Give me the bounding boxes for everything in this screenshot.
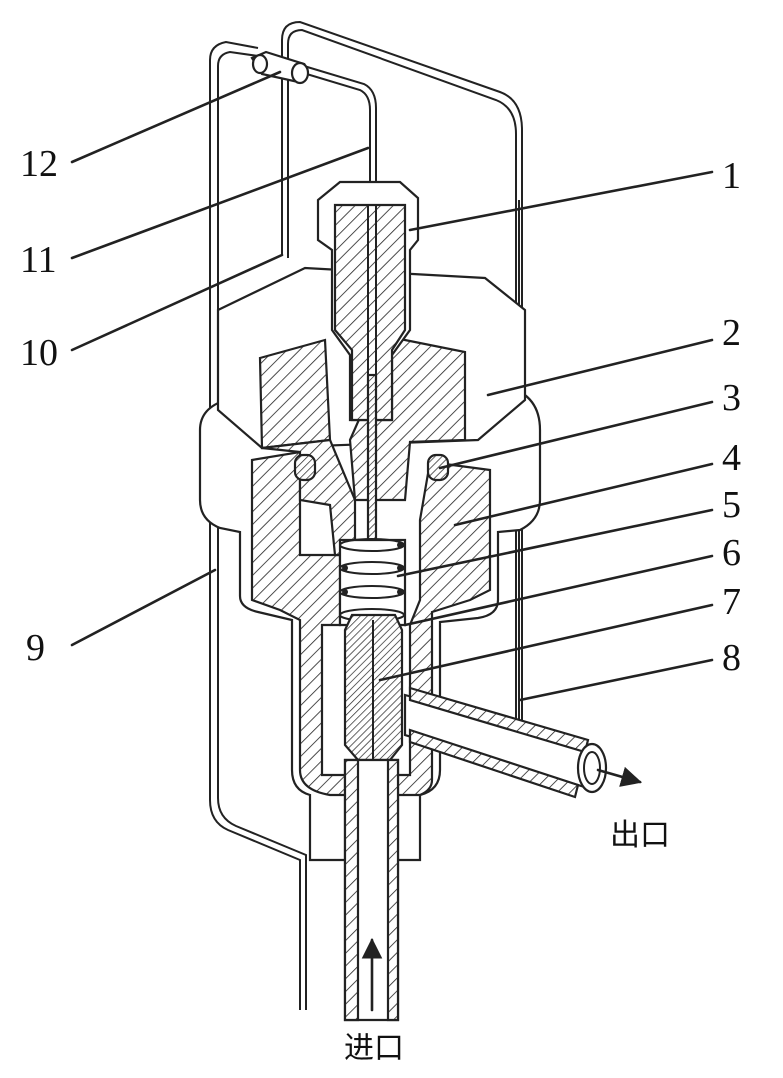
inlet-caption: 进口 bbox=[344, 1031, 404, 1066]
callout-9: 9 bbox=[26, 627, 45, 669]
outlet-tube bbox=[403, 686, 642, 799]
o-rings bbox=[293, 453, 450, 482]
adjusting-screw bbox=[316, 180, 420, 607]
spool bbox=[343, 613, 404, 762]
callout-3: 3 bbox=[722, 377, 741, 419]
outlet-caption: 出口 bbox=[610, 818, 670, 853]
leader-lines bbox=[70, 70, 714, 702]
callout-8: 8 bbox=[722, 637, 741, 679]
callout-1: 1 bbox=[722, 155, 741, 197]
capillary-tube bbox=[209, 20, 523, 1010]
callout-2: 2 bbox=[722, 312, 741, 354]
callout-11: 11 bbox=[20, 239, 57, 281]
callout-12: 12 bbox=[20, 143, 58, 185]
callout-4: 4 bbox=[722, 437, 741, 479]
spring-chamber bbox=[338, 538, 407, 627]
inlet-tube bbox=[343, 758, 400, 1022]
callout-6: 6 bbox=[722, 532, 741, 574]
tube-fitting bbox=[250, 50, 310, 85]
callout-labels: 1 2 3 4 5 6 7 8 9 10 11 12 bbox=[20, 143, 741, 679]
callout-10: 10 bbox=[20, 332, 58, 374]
callout-7: 7 bbox=[722, 581, 741, 623]
callout-5: 5 bbox=[722, 484, 741, 526]
